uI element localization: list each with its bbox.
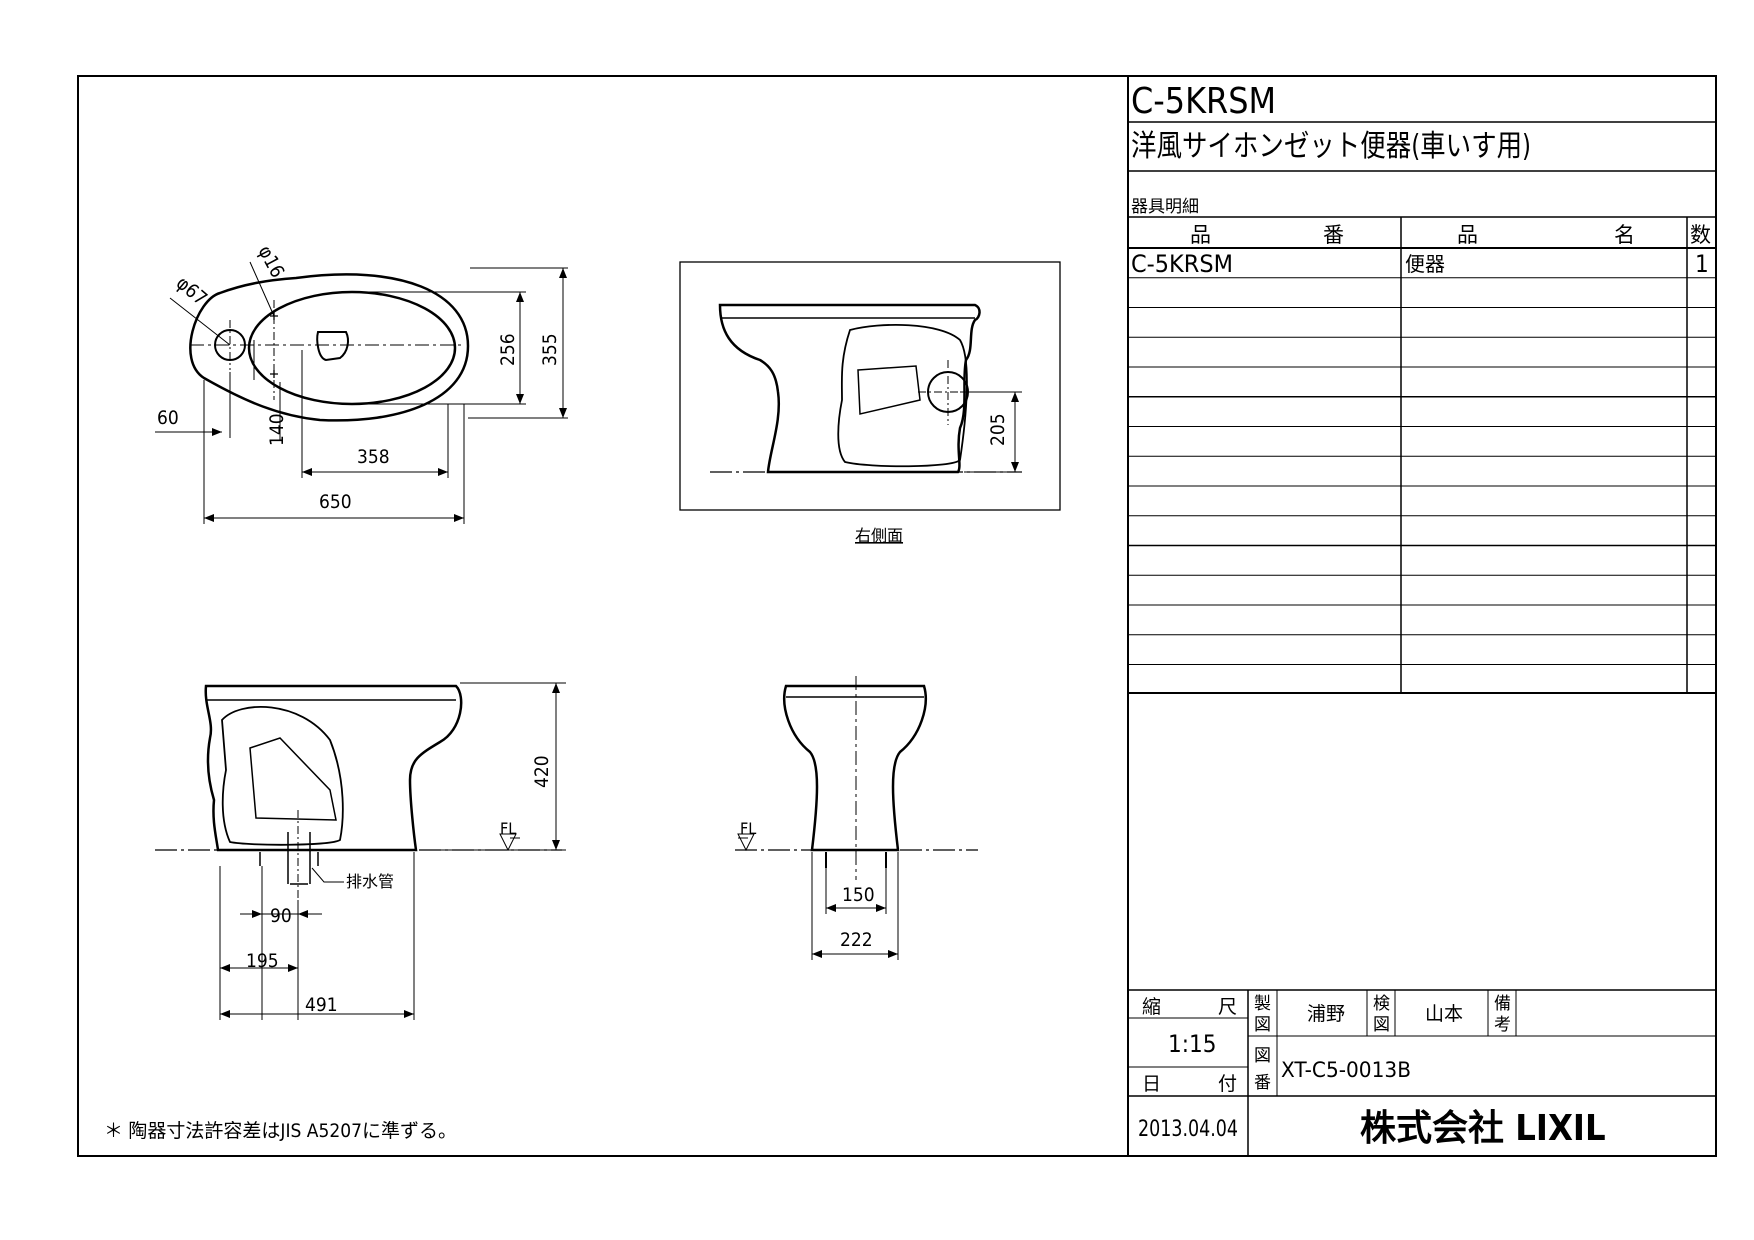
title-block: [1128, 121, 1716, 1156]
side-trap-channel: [221, 705, 344, 846]
scale-label-2: 尺: [1218, 996, 1237, 1018]
dim-d16: φ16: [254, 242, 289, 281]
dim-355: 355: [539, 333, 561, 366]
col-part-name-2: 名: [1614, 223, 1635, 247]
dim-205: 205: [987, 413, 1009, 446]
scale-label-1: 縮: [1142, 996, 1161, 1018]
top-view: [155, 261, 568, 524]
drawing-no-label-1: 図: [1254, 1046, 1271, 1066]
remarks-label-2: 考: [1494, 1015, 1511, 1035]
fl-side: FL: [500, 819, 516, 838]
remarks-label-1: 備: [1494, 994, 1511, 1014]
company-logo: 株式会社 LIXIL: [1360, 1108, 1606, 1149]
dim-140: 140: [266, 413, 288, 446]
dim-491: 491: [305, 994, 338, 1016]
row-qty: 1: [1695, 250, 1709, 278]
dim-358: 358: [357, 446, 390, 468]
front-view-outline: [783, 684, 927, 852]
dim-420: 420: [531, 755, 553, 788]
checked-label-2: 図: [1373, 1015, 1390, 1035]
fl-front: FL: [740, 819, 756, 838]
front-view: [735, 676, 978, 960]
dim-195: 195: [246, 950, 279, 972]
right-side-frame: [679, 261, 1061, 511]
checked-by: 山本: [1425, 1003, 1463, 1025]
drawn-by: 浦野: [1307, 1003, 1345, 1025]
drawn-label-1: 製: [1254, 994, 1271, 1014]
sheet-border: [77, 75, 1717, 1157]
col-part-no-1: 品: [1190, 223, 1211, 247]
top-view-arrows: [204, 268, 567, 522]
dim-650: 650: [319, 491, 352, 513]
col-qty: 数: [1690, 223, 1711, 247]
front-view-arrows: [812, 904, 898, 958]
drain-opening: [316, 331, 349, 362]
dim-60: 60: [157, 407, 179, 429]
row-part-name: 便器: [1405, 252, 1445, 276]
dim-222: 222: [840, 929, 873, 951]
col-part-no-2: 番: [1323, 223, 1344, 247]
parts-list-label: 器具明細: [1131, 197, 1199, 217]
drain-label: 排水管: [346, 872, 394, 891]
scale-value: 1:15: [1168, 1030, 1216, 1058]
col-part-name-1: 品: [1457, 223, 1478, 247]
date-label-2: 付: [1218, 1073, 1237, 1095]
drain-pipe: [287, 832, 311, 885]
date-value: 2013.04.04: [1138, 1117, 1238, 1142]
side-view-outline: [204, 684, 463, 852]
dim-256: 256: [497, 333, 519, 366]
dim-90: 90: [270, 905, 292, 927]
row-part-no: C-5KRSM: [1131, 250, 1233, 278]
drawing-no-label-2: 番: [1254, 1073, 1271, 1093]
trap-channel: [837, 324, 968, 468]
model-title: C-5KRSM: [1131, 81, 1276, 122]
parts-table-rows: [1128, 277, 1716, 665]
dim-150: 150: [842, 884, 875, 906]
checked-label-1: 検: [1373, 994, 1390, 1014]
right-side-view: [679, 261, 1061, 511]
date-label-1: 日: [1142, 1073, 1161, 1095]
tolerance-note: ＊ 陶器寸法許容差はJIS A5207に準ずる。: [104, 1120, 457, 1142]
drawn-label-2: 図: [1254, 1015, 1271, 1035]
side-view: [155, 682, 566, 1020]
product-name: 洋風サイホンゼット便器(車いす用): [1131, 129, 1531, 164]
top-view-outline: [189, 273, 470, 422]
right-side-label: 右側面: [855, 526, 903, 545]
drawing-no: XT-C5-0013B: [1281, 1058, 1411, 1082]
